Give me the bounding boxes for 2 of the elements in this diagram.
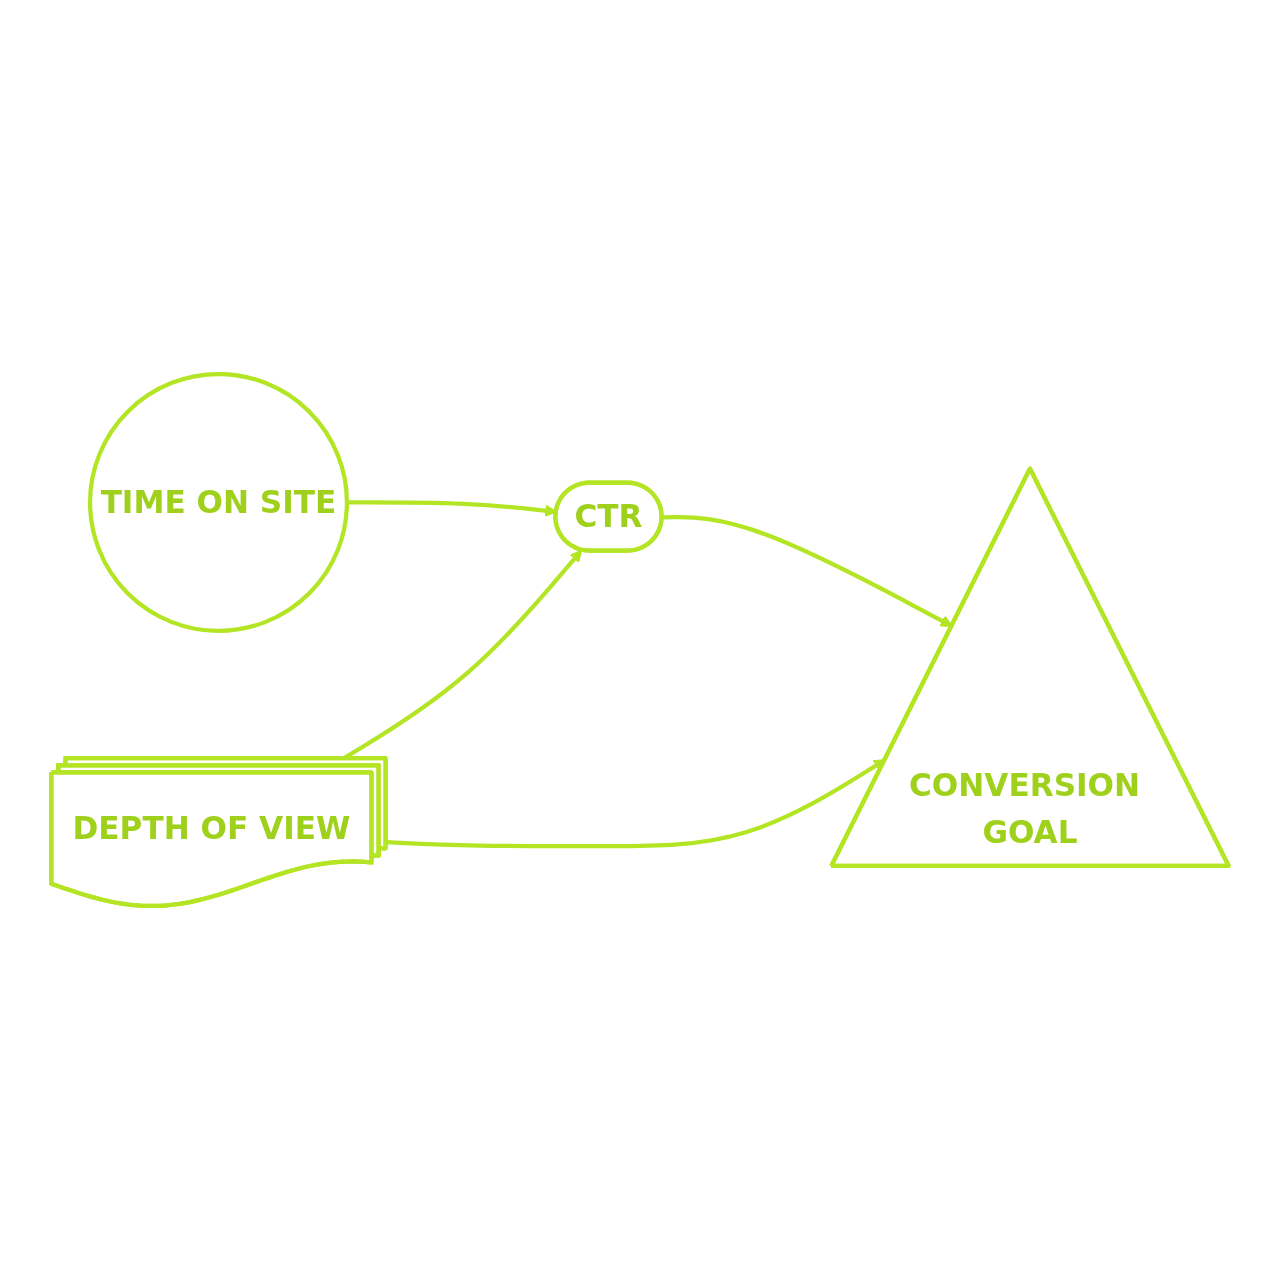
- arrow: [662, 515, 953, 627]
- node-circle: TIME ON SITE: [87, 371, 350, 634]
